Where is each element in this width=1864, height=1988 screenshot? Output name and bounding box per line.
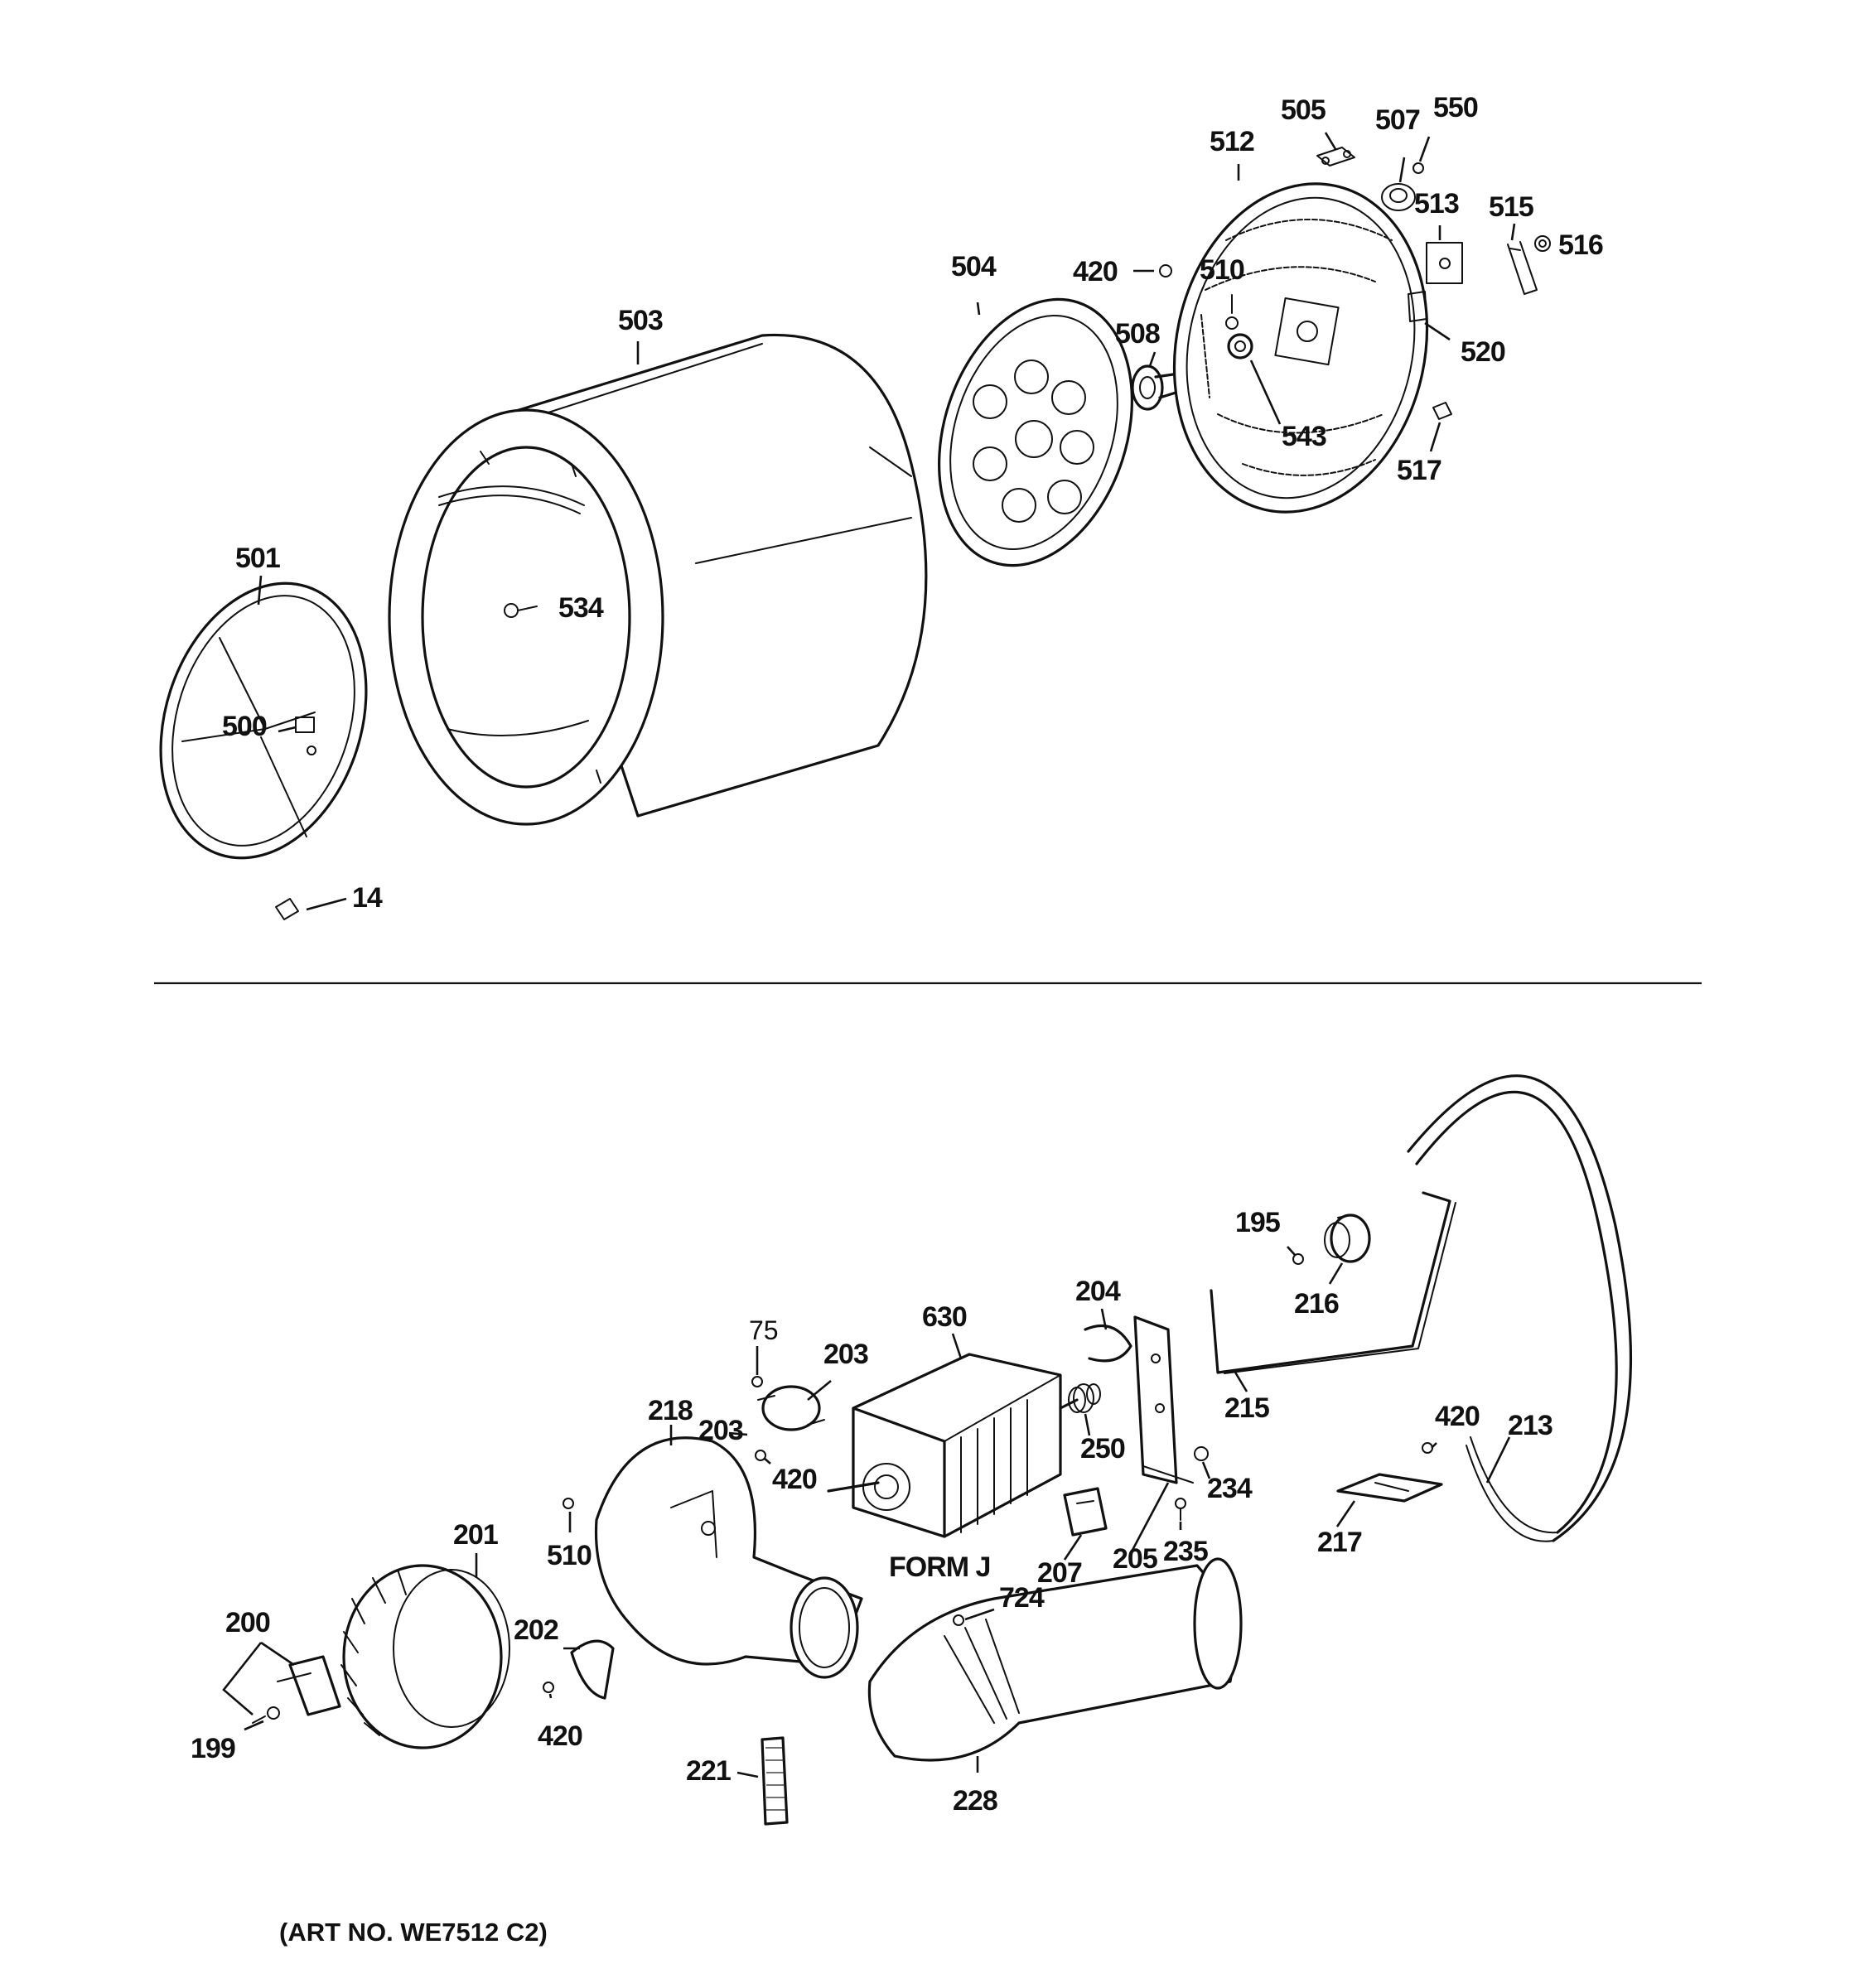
- screw-420-bracket: [1422, 1442, 1433, 1454]
- drum-seal-501: [159, 581, 368, 860]
- screw-550: [1412, 162, 1424, 174]
- screw-195: [1292, 1253, 1304, 1265]
- exhaust-duct-228: [867, 1557, 1243, 1762]
- label-200: 200: [225, 1607, 270, 1638]
- label-234: 234: [1207, 1473, 1253, 1504]
- screw-510-housing: [563, 1498, 574, 1509]
- bearing-508: [1131, 364, 1188, 411]
- label-420-clamp: 420: [772, 1464, 817, 1495]
- filter-221: [761, 1736, 789, 1826]
- label-512: 512: [1210, 126, 1254, 157]
- label-543: 543: [1282, 421, 1326, 452]
- motor-clamp-203: [757, 1385, 825, 1431]
- leader-lines: [222, 132, 1516, 1778]
- nut-234: [1194, 1446, 1209, 1461]
- label-201: 201: [453, 1519, 498, 1551]
- label-75: 75: [749, 1315, 779, 1345]
- label-form-j: FORM J: [889, 1551, 990, 1583]
- label-218: 218: [648, 1395, 693, 1426]
- label-510-housing: 510: [547, 1540, 592, 1571]
- connector-520: [1408, 291, 1427, 322]
- label-217: 217: [1317, 1527, 1362, 1558]
- terminal-515: [1507, 241, 1538, 295]
- blower-wheel-201: [340, 1564, 510, 1749]
- slide-14: [275, 898, 299, 920]
- label-215: 215: [1224, 1392, 1269, 1424]
- label-503: 503: [618, 305, 663, 336]
- screw-420-top: [1159, 264, 1172, 277]
- label-508: 508: [1115, 318, 1160, 350]
- label-504: 504: [951, 251, 997, 282]
- bracket-513: [1426, 242, 1463, 284]
- art-number-caption: (ART NO. WE7512 C2): [279, 1918, 548, 1947]
- label-505: 505: [1281, 94, 1326, 126]
- label-515: 515: [1489, 191, 1533, 223]
- screw-420-clamp: [755, 1450, 766, 1461]
- label-250: 250: [1080, 1433, 1125, 1464]
- thermostat-505: [1316, 147, 1355, 166]
- label-513: 513: [1414, 188, 1459, 220]
- label-205: 205: [1113, 1543, 1157, 1575]
- pulley-250: [1073, 1383, 1101, 1413]
- cover-202: [570, 1639, 615, 1700]
- label-420-bracket: 420: [1435, 1401, 1480, 1432]
- nut-516: [1534, 235, 1551, 252]
- bracket-200: [277, 1655, 341, 1716]
- label-510-top: 510: [1200, 254, 1244, 286]
- label-203-left: 203: [698, 1415, 743, 1446]
- label-516: 516: [1558, 229, 1603, 261]
- screw-534: [504, 603, 538, 618]
- label-534: 534: [558, 592, 604, 624]
- screw-199: [252, 1706, 280, 1724]
- label-235: 235: [1163, 1536, 1208, 1567]
- screw-510-top: [1225, 294, 1239, 330]
- part-labels-bottom: 195 216 204 630 75 203 203 218 250 420 2…: [191, 1207, 1553, 1817]
- screw-724: [953, 1614, 964, 1626]
- rear-drum-panel-504: [938, 297, 1133, 567]
- label-724: 724: [999, 1582, 1045, 1614]
- label-420-cover: 420: [538, 1720, 582, 1752]
- screw-75: [751, 1376, 763, 1387]
- heater-assembly-512: [1172, 182, 1429, 514]
- bracket-217: [1336, 1473, 1443, 1503]
- screw-235: [1175, 1498, 1186, 1521]
- label-517: 517: [1397, 455, 1441, 486]
- switch-207: [1063, 1487, 1108, 1537]
- part-labels-top: 505 507 550 512 513 515 516 504 420 510 …: [222, 92, 1604, 914]
- label-500: 500: [222, 711, 267, 742]
- label-501: 501: [235, 543, 280, 574]
- label-213: 213: [1508, 1410, 1553, 1441]
- label-228: 228: [953, 1785, 997, 1817]
- label-550: 550: [1433, 92, 1478, 123]
- label-207: 207: [1037, 1557, 1082, 1589]
- idler-pulley-216: [1324, 1214, 1371, 1263]
- label-204: 204: [1075, 1276, 1121, 1307]
- drum-503: [388, 333, 928, 826]
- motor-630: [827, 1353, 1086, 1538]
- label-199: 199: [191, 1733, 235, 1764]
- thermostat-507: [1381, 183, 1416, 211]
- drive-belt-213: [1407, 1074, 1632, 1542]
- label-14: 14: [352, 882, 383, 914]
- label-203-top: 203: [823, 1339, 868, 1370]
- label-202: 202: [514, 1614, 558, 1646]
- clip-517: [1432, 402, 1452, 420]
- label-507: 507: [1375, 104, 1420, 136]
- label-520: 520: [1461, 336, 1505, 368]
- switch-bracket-205: [1133, 1315, 1194, 1484]
- label-630: 630: [922, 1301, 967, 1333]
- idler-arm-215: [1210, 1191, 1456, 1374]
- label-216: 216: [1294, 1288, 1339, 1320]
- label-221: 221: [686, 1755, 731, 1787]
- clip-204: [1084, 1324, 1132, 1363]
- label-195: 195: [1235, 1207, 1280, 1238]
- label-420-top: 420: [1073, 256, 1118, 287]
- blower-housing-218: [594, 1436, 863, 1679]
- screw-420-cover: [543, 1682, 554, 1693]
